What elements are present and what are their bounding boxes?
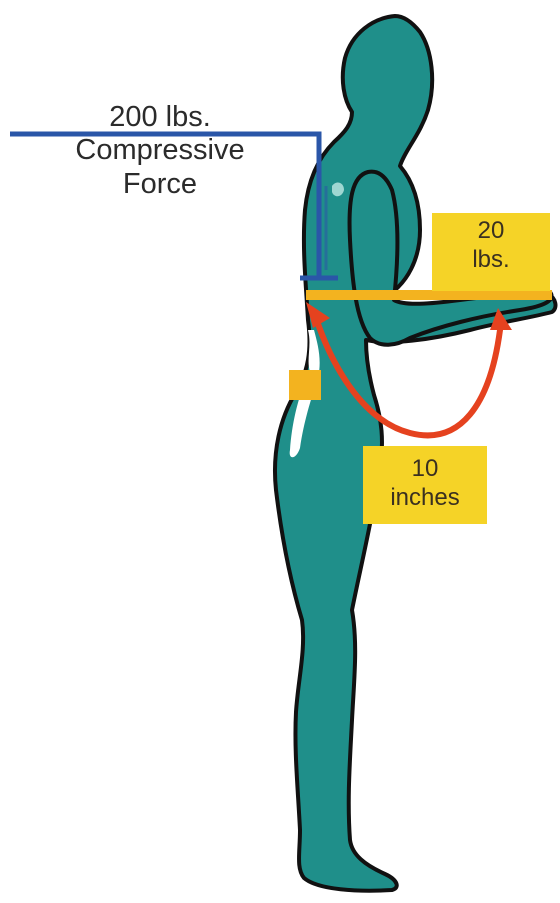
weight-unit: lbs. [432, 246, 550, 275]
compressive-force-label: 200 lbs. Compressive Force [40, 101, 280, 201]
distance-value: 10 [363, 455, 487, 484]
lumbar-marker [289, 370, 321, 400]
distance-label-box: 10 inches [363, 446, 487, 524]
force-value: 200 lbs. [40, 101, 280, 134]
distance-unit: inches [363, 484, 487, 513]
force-text-line3: Force [40, 168, 280, 201]
weight-label-box: 20 lbs. [432, 213, 550, 291]
weight-value: 20 [432, 217, 550, 246]
lever-bar [306, 290, 552, 300]
force-text-line2: Compressive [40, 134, 280, 167]
